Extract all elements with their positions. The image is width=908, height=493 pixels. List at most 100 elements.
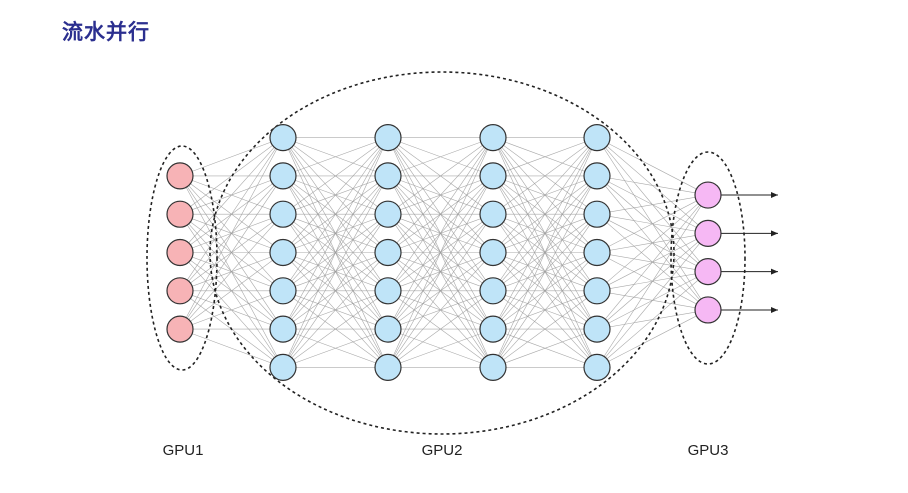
edge-line xyxy=(387,137,494,291)
edge-line xyxy=(282,214,389,368)
edge-line xyxy=(596,194,709,330)
edge-line xyxy=(596,137,709,196)
hidden-node xyxy=(269,238,297,267)
edges-layer xyxy=(179,137,709,368)
hidden-node xyxy=(269,200,297,228)
edge-line xyxy=(492,252,598,368)
edge-line xyxy=(282,137,389,177)
input-node xyxy=(166,277,194,305)
edge-line xyxy=(596,194,709,253)
gpu3-label: GPU3 xyxy=(688,442,729,459)
edge-line xyxy=(492,137,598,215)
hidden-node xyxy=(583,238,611,267)
gpu2-label: GPU2 xyxy=(422,442,463,459)
edge-line xyxy=(282,137,389,215)
input-node xyxy=(166,200,194,228)
hidden-node xyxy=(269,124,297,152)
gpu1-group-outline xyxy=(146,145,218,371)
edge-line xyxy=(387,137,494,253)
output-node xyxy=(694,219,722,247)
input-node xyxy=(166,238,194,267)
gpu-groups-layer xyxy=(146,71,746,435)
hidden-node xyxy=(583,277,611,305)
edge-line xyxy=(596,194,709,215)
edge-line xyxy=(492,214,598,368)
edge-line xyxy=(387,137,494,177)
hidden-node xyxy=(374,353,402,381)
output-node xyxy=(694,181,722,209)
edge-line xyxy=(387,137,494,368)
edge-line xyxy=(179,252,284,330)
hidden-node xyxy=(583,315,611,343)
hidden-node xyxy=(269,162,297,190)
edge-line xyxy=(387,328,494,368)
edge-line xyxy=(492,290,598,368)
edge-line xyxy=(282,290,389,368)
edge-line xyxy=(282,137,389,291)
hidden-node xyxy=(374,124,402,152)
hidden-node xyxy=(583,124,611,152)
hidden-node xyxy=(583,162,611,190)
hidden-node xyxy=(269,353,297,381)
hidden-node xyxy=(583,353,611,381)
hidden-node xyxy=(269,277,297,305)
edge-line xyxy=(282,328,389,368)
edge-line xyxy=(282,137,389,253)
edge-line xyxy=(492,137,598,253)
hidden-node xyxy=(374,200,402,228)
hidden-node xyxy=(479,200,507,228)
edge-line xyxy=(387,137,494,215)
edge-line xyxy=(492,137,598,291)
page-title: 流水并行 xyxy=(62,20,150,44)
edge-line xyxy=(596,194,709,292)
hidden-node xyxy=(479,162,507,190)
hidden-node xyxy=(479,238,507,267)
edge-line xyxy=(596,271,709,368)
hidden-node xyxy=(374,162,402,190)
edge-line xyxy=(387,137,494,330)
edge-line xyxy=(179,137,284,330)
edge-line xyxy=(179,213,284,330)
edge-line xyxy=(492,328,598,368)
edge-line xyxy=(179,290,284,330)
edge-line xyxy=(179,175,284,330)
edge-line xyxy=(492,137,598,177)
edge-line xyxy=(596,233,709,368)
nodes-layer xyxy=(166,124,722,381)
edge-line xyxy=(179,137,284,253)
edge-line xyxy=(387,290,494,368)
edge-line xyxy=(282,137,389,330)
hidden-node xyxy=(583,200,611,228)
output-arrows-layer xyxy=(721,192,778,313)
hidden-node xyxy=(374,238,402,267)
output-node xyxy=(694,258,722,286)
edge-line xyxy=(492,175,598,368)
edge-line xyxy=(492,137,598,330)
edge-line xyxy=(179,137,284,215)
gpu2-group-outline xyxy=(209,71,675,435)
input-node xyxy=(166,315,194,343)
output-node xyxy=(694,296,722,324)
edge-line xyxy=(387,175,494,368)
input-node xyxy=(166,162,194,190)
edge-line xyxy=(179,137,284,177)
hidden-node xyxy=(479,315,507,343)
gpu3-group-outline xyxy=(670,151,746,365)
gpu1-label: GPU1 xyxy=(163,442,204,459)
edge-line xyxy=(596,309,709,368)
hidden-node xyxy=(479,124,507,152)
hidden-node xyxy=(374,277,402,305)
edge-line xyxy=(387,252,494,368)
hidden-node xyxy=(479,277,507,305)
edge-line xyxy=(179,137,284,291)
hidden-node xyxy=(479,353,507,381)
edge-line xyxy=(179,328,284,368)
hidden-node xyxy=(269,315,297,343)
hidden-node xyxy=(374,315,402,343)
edge-line xyxy=(596,175,709,196)
edge-line xyxy=(387,214,494,368)
edge-line xyxy=(282,252,389,368)
edge-line xyxy=(282,175,389,368)
edge-line xyxy=(492,137,598,368)
